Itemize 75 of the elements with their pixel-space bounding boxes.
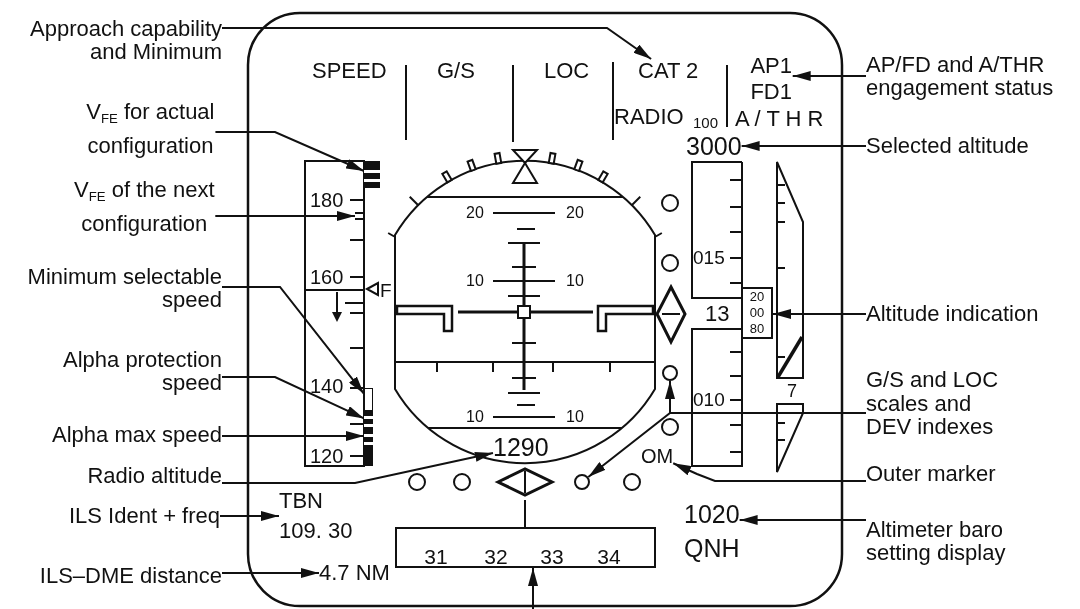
altitude-scale-number: 010 bbox=[693, 389, 725, 410]
leader-arrow bbox=[221, 27, 653, 60]
callout-label: ILS–DME distance bbox=[39, 564, 222, 587]
altitude-drum-window: 20 00 80 bbox=[741, 287, 773, 339]
callout-label: AP/FD and A/THR engagement status bbox=[866, 53, 1055, 99]
baro-setting-value: 1020 bbox=[684, 499, 740, 530]
leader-arrow bbox=[221, 431, 365, 441]
altitude-value: 13 bbox=[705, 302, 730, 326]
radio-altitude-value: 1290 bbox=[493, 433, 549, 461]
callout-label: Outer marker bbox=[866, 462, 996, 485]
selected-altitude-value: 3000 bbox=[686, 132, 742, 160]
pitch-scale-number: 10 bbox=[566, 408, 584, 426]
speed-tick-marks bbox=[355, 212, 364, 220]
pitch-scale-number: 20 bbox=[566, 204, 584, 222]
decision-height-value: 100 bbox=[693, 114, 719, 131]
pitch-scale-number: 20 bbox=[466, 204, 484, 222]
altitude-scale-number: 015 bbox=[693, 247, 725, 268]
leader-arrow bbox=[219, 511, 280, 521]
vertical-speed-number: 7 bbox=[787, 381, 797, 401]
deviation-dot bbox=[574, 474, 590, 490]
leader-arrow bbox=[672, 462, 867, 482]
mode-label: LOC bbox=[544, 59, 590, 83]
approach-category-text: CAT 2 bbox=[638, 59, 699, 83]
engagement-status-text: AP1 FD1 bbox=[749, 53, 793, 105]
callout-label: V$_{FE}$ for actual configuration bbox=[85, 95, 216, 163]
speed-scale-number: 120 bbox=[310, 445, 344, 467]
dme-distance-text: 4.7 NM bbox=[319, 561, 390, 585]
speed-scale-number: 180 bbox=[310, 189, 344, 211]
leader-arrow bbox=[528, 567, 538, 609]
speed-scale-number: 140 bbox=[310, 375, 344, 397]
heading-number: 32 bbox=[484, 548, 508, 566]
callout-label: Radio altitude bbox=[87, 464, 222, 487]
leader-arrow bbox=[587, 412, 867, 479]
striped-speed-strip bbox=[364, 411, 373, 430]
ils-ident-text: TBN bbox=[279, 487, 323, 515]
leader-arrow bbox=[221, 376, 365, 420]
callout-label: Alpha max speed bbox=[52, 423, 222, 446]
deviation-dot bbox=[662, 365, 678, 381]
pitch-scale-number: 10 bbox=[566, 272, 584, 290]
decision-height-label: RADIO bbox=[614, 105, 684, 129]
autothrust-label: A / T H R bbox=[735, 107, 824, 131]
callout-label: Altitude indication bbox=[866, 302, 1039, 325]
speed-symbol-letter: F bbox=[380, 280, 392, 301]
pitch-scale-number: 10 bbox=[466, 408, 484, 426]
leader-arrow bbox=[740, 141, 867, 151]
mode-label: G/S bbox=[437, 59, 475, 83]
leader-arrow bbox=[221, 568, 320, 578]
callout-label: Alpha protection speed bbox=[62, 348, 222, 394]
heading-number: 33 bbox=[540, 548, 564, 566]
speed-strip bbox=[364, 388, 373, 411]
heading-number: 31 bbox=[424, 548, 448, 566]
callout-label: ILS Ident + freq bbox=[68, 504, 220, 527]
pitch-scale-number: 10 bbox=[466, 272, 484, 290]
heading-scale bbox=[395, 527, 656, 568]
callout-label: Approach capability and Minimum bbox=[28, 17, 222, 63]
callout-label: Minimum selectable speed bbox=[26, 265, 222, 311]
callout-label: V$_{FE}$ of the next configuration bbox=[73, 173, 216, 241]
striped-speed-strip bbox=[364, 430, 373, 466]
baro-unit-text: QNH bbox=[684, 533, 740, 564]
mode-label: SPEED bbox=[312, 59, 387, 83]
speed-scale-number: 160 bbox=[310, 266, 344, 288]
leader-arrow bbox=[214, 131, 365, 172]
marker-text: OM bbox=[641, 445, 674, 467]
callout-label: Altimeter baro setting display bbox=[866, 518, 1007, 564]
leader-arrow bbox=[221, 286, 365, 395]
speed-limit-bar bbox=[364, 161, 380, 188]
ils-frequency-text: 109. 30 bbox=[279, 517, 353, 545]
callout-label: Selected altitude bbox=[866, 134, 1029, 157]
leader-arrow bbox=[214, 211, 356, 221]
heading-number: 34 bbox=[597, 548, 621, 566]
leader-arrow bbox=[221, 451, 494, 484]
leader-arrow bbox=[791, 71, 867, 81]
callout-label: G/S and LOC scales and DEV indexes bbox=[866, 368, 1000, 439]
leader-arrow bbox=[738, 515, 867, 525]
leader-arrow bbox=[772, 309, 867, 319]
